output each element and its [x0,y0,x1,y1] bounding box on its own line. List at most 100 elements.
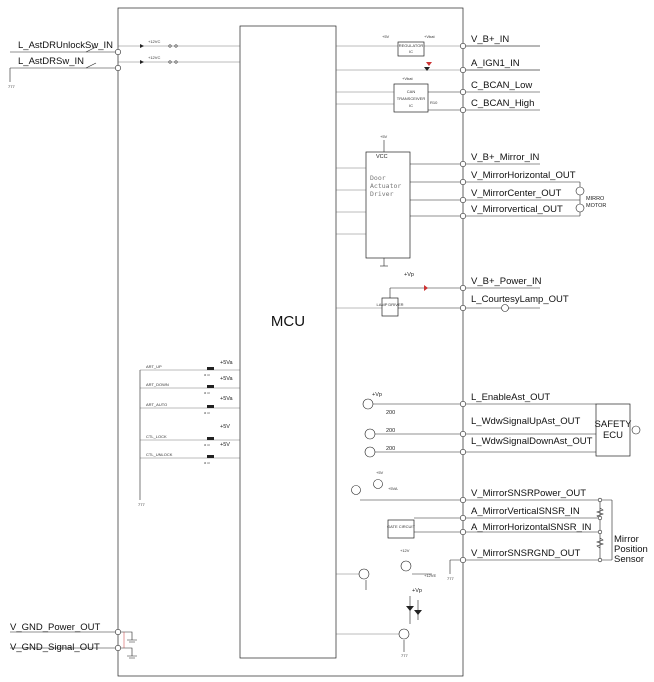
svg-text:ART_DOWN: ART_DOWN [146,382,169,387]
pin-wdw-down: L_WdwSignalDownAst_OUT [471,436,593,447]
pin-gnd-signal: V_GND_Signal_OUT [10,642,100,653]
sensor-label-1: Mirror [614,534,639,545]
terminal-enable-ast[interactable] [459,400,466,407]
pin-mirror-horizontal: V_MirrorHorizontal_OUT [471,170,576,181]
svg-text:ART_AUTO: ART_AUTO [146,402,167,407]
svg-text:777: 777 [401,653,408,658]
pin-enable-ast: L_EnableAst_OUT [471,392,550,403]
svg-text:o o: o o [204,460,210,465]
pin-bcan-high: C_BCAN_High [471,98,534,109]
svg-text:777: 777 [447,576,454,581]
svg-text:o o: o o [204,390,210,395]
terminal-unlock[interactable] [115,48,122,55]
svg-text:Actuator: Actuator [370,182,401,190]
terminal-snsr-gnd[interactable] [459,556,466,563]
mcu-label: MCU [271,313,305,330]
pin-mirror-vertical: V_Mirrorvertical_OUT [471,204,563,215]
terminal-vb-mirror[interactable] [459,161,466,168]
terminal-courtesy-lamp[interactable] [459,304,466,311]
terminal-wdw-up[interactable] [459,430,466,437]
terminal-mirror-center[interactable] [459,197,466,204]
mirror-motor-label-1: MIRRO [586,196,605,202]
switch-input-bank: 777 ART_UP o o +5Va ART_DOWN o o +5Va AR… [138,360,240,507]
svg-text:o o: o o [204,410,210,415]
terminal-snsr-power[interactable] [459,496,466,503]
svg-text:+Vp: +Vp [412,588,422,594]
left-ground-pins: V_GND_Power_OUT V_GND_Signal_OUT [10,622,137,659]
terminal-mirror-horizontal[interactable] [459,179,466,186]
svg-text:LAMP DRIVER: LAMP DRIVER [376,302,403,307]
svg-text:+12VC: +12VC [148,55,160,60]
power-input-section: V_B+_IN REGULATOR IC +5V +Vbat A_IGN1_IN [336,34,540,74]
svg-text:+5VA: +5VA [388,486,398,491]
terminal-drsw[interactable] [115,65,122,72]
svg-text:TRANSCEIVER: TRANSCEIVER [397,96,426,101]
regulator-ic [397,41,425,57]
courtesy-lamp-bulb [501,304,509,312]
terminal-gnd-signal[interactable] [115,644,122,651]
safety-ecu-label-1: SAFETY [595,419,633,430]
terminal-gnd-power[interactable] [115,628,122,635]
terminal-vertical-snsr[interactable] [459,514,466,521]
terminal-bcan-low[interactable] [459,89,466,96]
can-transceiver-ic [393,83,429,113]
svg-text:+12VC: +12VC [148,39,160,44]
lamp-driver-ic [381,297,399,317]
door-actuator-driver [365,151,411,259]
svg-text:200: 200 [386,428,395,434]
svg-text:+5V: +5V [376,470,384,475]
sensor-label-3: Sensor [614,554,644,565]
pin-gnd-power: V_GND_Power_OUT [10,622,100,633]
pin-ign1: A_IGN1_IN [471,58,520,69]
svg-text:200: 200 [386,410,395,416]
svg-text:+Vp: +Vp [404,272,414,278]
mcu-block [239,25,337,659]
svg-text:+5V: +5V [220,424,230,430]
svg-text:Driver: Driver [370,190,394,198]
terminal-vb[interactable] [459,42,466,49]
mirror-sensor-section: +5V +5VA V_MirrorSNSRPower_OUT GATE CIRC… [351,470,648,581]
svg-text:R10: R10 [430,100,438,105]
terminal-vb-power[interactable] [459,284,466,291]
courtesy-lamp-section: V_B+_Power_IN +Vp LAMP DRIVER L_Courtesy… [336,272,569,317]
left-input-drsw: L_AstDRSw_IN 777 +12VC [8,55,240,89]
door-actuator-driver-section: VCC Door Actuator Driver +5V V_B+_Mirror… [336,134,606,267]
svg-text:+Vbat: +Vbat [402,76,413,81]
pin-mirror-center: V_MirrorCenter_OUT [471,188,561,199]
mirror-motor-v [575,203,585,213]
svg-text:+12VE: +12VE [424,573,436,578]
svg-text:+Vbat: +Vbat [424,34,435,39]
svg-text:+Vp: +Vp [372,392,382,398]
svg-text:o o: o o [204,442,210,447]
terminal-mirror-vertical[interactable] [459,213,466,220]
svg-text:+12V: +12V [400,548,410,553]
terminal-ign1[interactable] [459,67,466,74]
svg-text:VCC: VCC [376,154,388,160]
mirror-motor-h [575,186,585,196]
terminal-bcan-high[interactable] [459,107,466,114]
sensor-label-2: Position [614,544,648,555]
terminal-horizontal-snsr[interactable] [459,528,466,535]
pin-vb: V_B+_IN [471,34,509,45]
pin-vb-mirror: V_B+_Mirror_IN [471,152,540,163]
svg-text:777: 777 [8,84,15,89]
svg-text:CTL_UNLOCK: CTL_UNLOCK [146,452,173,457]
svg-text:IC: IC [409,49,413,54]
svg-text:777: 777 [138,502,145,507]
gate-circuit-ic [387,519,415,539]
terminal-wdw-down[interactable] [459,448,466,455]
pin-vb-power: V_B+_Power_IN [471,276,542,287]
pin-snsr-power: V_MirrorSNSRPower_OUT [471,488,586,499]
svg-text:+5V: +5V [220,442,230,448]
svg-text:GATE CIRCUIT: GATE CIRCUIT [387,524,415,529]
svg-text:+5Va: +5Va [220,396,234,402]
safety-ecu-box [595,403,631,457]
mirror-motor-label-2: MOTOR [586,203,606,209]
svg-text:+5V: +5V [380,134,388,139]
output-driver-section: +12V +12VE +Vp 777 [336,548,436,658]
pin-vertical-snsr: A_MirrorVerticalSNSR_IN [471,506,580,517]
safety-ecu-label-2: ECU [603,430,623,441]
pin-snsr-gnd: V_MirrorSNSRGND_OUT [471,548,580,559]
svg-text:200: 200 [386,446,395,452]
